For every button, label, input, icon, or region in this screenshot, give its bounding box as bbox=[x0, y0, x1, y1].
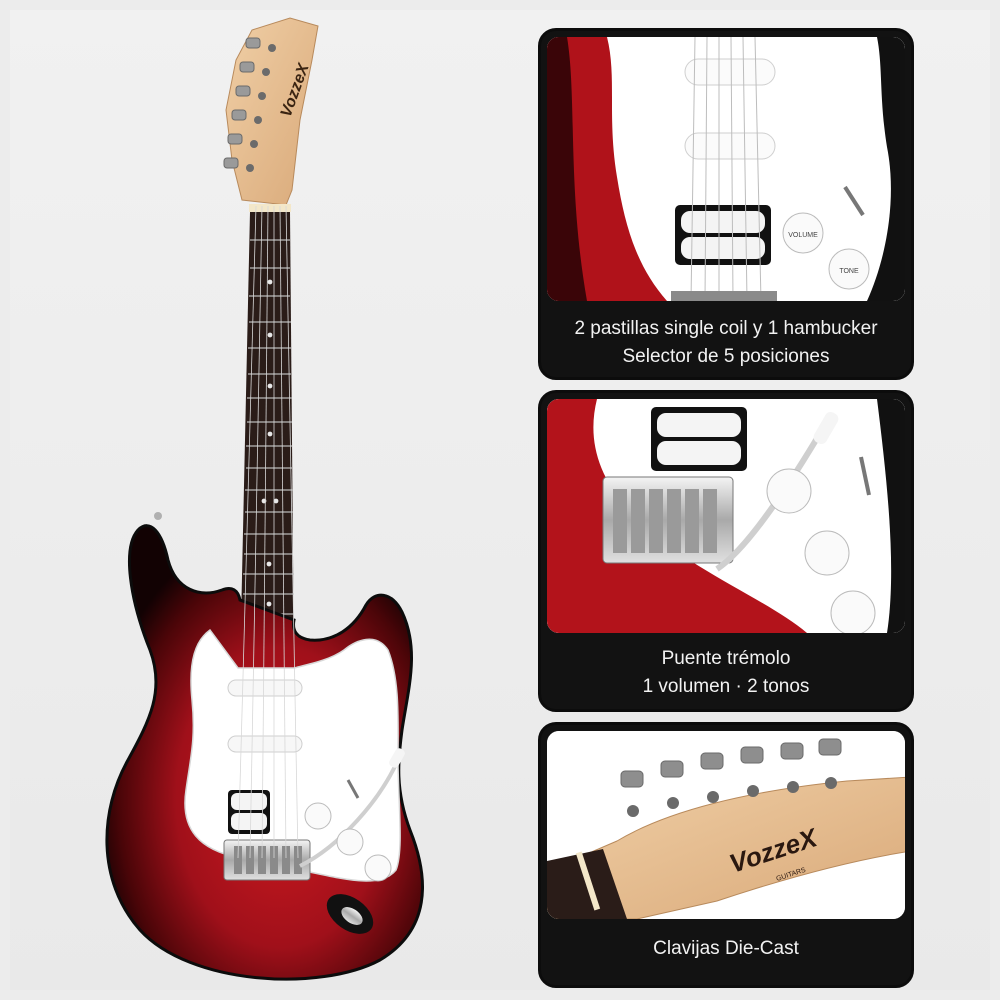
feature-caption-tuners: Clavijas Die-Cast bbox=[541, 935, 911, 963]
strings bbox=[237, 205, 299, 859]
feature-card-bridge: Puente trémolo 1 volumen · 2 tonos bbox=[538, 390, 914, 712]
feature-card-pickups: VOLUME TONE 2 pastillas single coil y 1 … bbox=[538, 28, 914, 380]
feature-card-tuners: VozzeX GUITARS Clavijas Die-Cast bbox=[538, 722, 914, 988]
volume-knob-label: VOLUME bbox=[788, 232, 818, 239]
tone-knob-label: TONE bbox=[839, 268, 859, 275]
feature-caption-pickups: 2 pastillas single coil y 1 hambucker Se… bbox=[541, 315, 911, 371]
caption-line: Clavijas Die-Cast bbox=[653, 938, 799, 959]
caption-line: Selector de 5 posiciones bbox=[622, 346, 830, 367]
feature-photo-bridge bbox=[547, 399, 905, 633]
tremolo-bridge bbox=[223, 748, 405, 881]
control-knobs bbox=[304, 779, 392, 882]
caption-line: 2 pastillas single coil y 1 hambucker bbox=[574, 318, 878, 339]
caption-line: Puente trémolo bbox=[661, 648, 791, 669]
strap-button bbox=[154, 512, 162, 520]
feature-caption-bridge: Puente trémolo 1 volumen · 2 tonos bbox=[541, 645, 911, 701]
feature-photo-pickups: VOLUME TONE bbox=[547, 37, 905, 301]
tuning-pegs bbox=[223, 37, 261, 169]
caption-line: 1 volumen · 2 tonos bbox=[642, 676, 810, 697]
feature-photo-tuners: VozzeX GUITARS bbox=[547, 731, 905, 919]
guitar-illustration: VozzeX bbox=[105, 17, 424, 981]
output-jack bbox=[326, 894, 374, 934]
